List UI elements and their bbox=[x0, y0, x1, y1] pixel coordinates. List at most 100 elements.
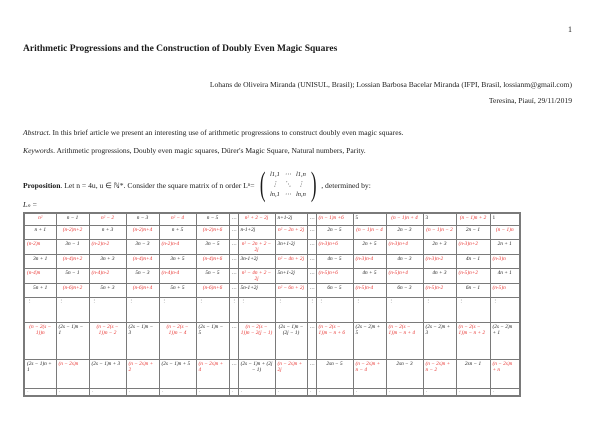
authors-line: Lohans de Oliveira Miranda (UNISUL, Bras… bbox=[209, 80, 572, 89]
abstract-label: Abstract bbox=[23, 128, 49, 137]
table-cell: 5n + 3 bbox=[88, 283, 127, 298]
table-cell: (n − 2s)n + 4 bbox=[195, 359, 230, 389]
keywords: Keywords. Arithmetic progressions, Doubl… bbox=[23, 146, 366, 155]
table-cell: · bbox=[23, 388, 57, 397]
table-cell: n² − 2n + 2 − 2j bbox=[237, 239, 276, 255]
proposition-text: . Let n = 4u, u ∈ ℕ*. Consider the squar… bbox=[60, 180, 248, 190]
left-paren-icon: ( bbox=[259, 166, 266, 203]
table-cell: (n − 1)n + 2 bbox=[455, 212, 491, 226]
table-cell: 3n + 5 bbox=[158, 254, 197, 269]
table-cell: 4n + 5 bbox=[352, 268, 387, 284]
table-cell: (2s − 1)n + (2j − 1) bbox=[237, 359, 276, 389]
table-cell: · bbox=[158, 388, 197, 397]
matrix-cell: l1,n bbox=[295, 171, 306, 178]
table-cell: (n − 1)n bbox=[489, 225, 521, 240]
table-cell: ⋮ bbox=[274, 297, 308, 323]
table-cell: 6n − 1 bbox=[455, 283, 491, 298]
table-cell: (2s − 1)n − 5 bbox=[195, 322, 230, 360]
table-cell: (n-5)n-2 bbox=[422, 283, 457, 298]
table-cell: … bbox=[228, 212, 239, 226]
table-cell: 5n + 1 bbox=[23, 283, 57, 298]
table-cell: … bbox=[306, 359, 317, 389]
table-cell: … bbox=[228, 283, 239, 298]
table-cell: 3n − 5 bbox=[195, 239, 230, 255]
table-cell: 5n − 5 bbox=[195, 268, 230, 284]
matrix-cell: ln,1 bbox=[269, 191, 280, 198]
table-cell: (n − 2(s − 1))n − n + 2 bbox=[455, 322, 491, 360]
table-cell: 4n − 5 bbox=[315, 254, 354, 269]
table-cell: (n-4)n-2 bbox=[88, 268, 127, 284]
table-cell: n − 5 bbox=[195, 212, 230, 226]
table-cell: (2s − 1)n + 1 bbox=[23, 359, 57, 389]
table-cell: 5n-1+2j bbox=[237, 283, 276, 298]
table-cell: 1 bbox=[489, 212, 521, 226]
table-cell: n² − 2 bbox=[88, 212, 127, 226]
table-cell: 6n − 3 bbox=[385, 283, 424, 298]
table-cell: n-1+2j bbox=[237, 225, 276, 240]
table-cell: 5 bbox=[352, 212, 387, 226]
table-cell: 5n − 3 bbox=[125, 268, 160, 284]
table-cell: 2sn − 5 bbox=[315, 359, 354, 389]
table-cell: 3n-1+2j bbox=[237, 254, 276, 269]
table-cell: … bbox=[306, 239, 317, 255]
table-cell: 4n − 1 bbox=[455, 254, 491, 269]
matrix-cell: ⋱ bbox=[284, 181, 292, 188]
table-cell: 2n + 3 bbox=[422, 239, 457, 255]
table-cell: (n − 2s)n bbox=[55, 359, 90, 389]
table-cell: n − 3 bbox=[125, 212, 160, 226]
table-cell: (2s − 1)n − (2j − 1) bbox=[274, 322, 308, 360]
table-cell: (n-3)n-4 bbox=[352, 254, 387, 269]
table-cell: · bbox=[195, 388, 230, 397]
table-cell: (n-3)n-2 bbox=[422, 254, 457, 269]
table-cell: (n-5)n-4 bbox=[352, 283, 387, 298]
table-cell: · bbox=[228, 388, 239, 397]
table-cell: (n-3)n+6 bbox=[315, 239, 354, 255]
table-cell: (n − 2s)n + n bbox=[489, 359, 521, 389]
table-cell: ⋮ bbox=[23, 297, 57, 323]
keywords-text: . Arithmetic progressions, Doubly even m… bbox=[53, 146, 366, 155]
table-cell: 5n + 5 bbox=[158, 283, 197, 298]
table-cell: ⋮ bbox=[385, 297, 424, 323]
table-cell: ⋮ bbox=[88, 297, 127, 323]
table-cell: ⋮ bbox=[352, 297, 387, 323]
table-cell: ⋮ bbox=[228, 297, 239, 323]
table-cell: (n-4)n bbox=[23, 268, 57, 284]
table-cell: (n-2)n-2 bbox=[88, 239, 127, 255]
table-cell: · bbox=[385, 388, 424, 397]
table-cell: (n-3)n+4 bbox=[385, 239, 424, 255]
table-cell: 2n + 1 bbox=[489, 239, 521, 255]
table-cell: (2s − 2)n + 1 bbox=[489, 322, 521, 360]
table-cell: n² − 2n + 2j bbox=[274, 225, 308, 240]
table-cell: (n − 1)n + 4 bbox=[385, 212, 424, 226]
table-cell: (2s − 1)n − 3 bbox=[125, 322, 160, 360]
table-cell: (n-2)n+6 bbox=[195, 225, 230, 240]
table-cell: (n − 1)n +6 bbox=[315, 212, 354, 226]
table-cell: 4n − 3 bbox=[385, 254, 424, 269]
table-cell: (n-5)n+2 bbox=[455, 268, 491, 284]
table-cell: 4n + 3 bbox=[422, 268, 457, 284]
table-row: (2s − 1)n + 1(n − 2s)n(2s − 1)n + 3 (n − … bbox=[23, 359, 521, 389]
table-cell: 2n − 5 bbox=[315, 225, 354, 240]
table-cell: (2s − 1)n + 3 bbox=[88, 359, 127, 389]
table-cell: · bbox=[306, 388, 317, 397]
table-cell: 4n + 1 bbox=[489, 268, 521, 284]
table-cell: 3n − 3 bbox=[125, 239, 160, 255]
table-cell: n² + 2 − 2j bbox=[237, 212, 276, 226]
right-paren-icon: ) bbox=[310, 166, 317, 203]
table-cell: (n-3)n bbox=[489, 254, 521, 269]
table-cell: 5n+1-2j bbox=[274, 268, 308, 284]
table-cell: … bbox=[228, 322, 239, 360]
table-cell: … bbox=[228, 225, 239, 240]
table-cell: · bbox=[55, 388, 90, 397]
table-cell: (n-2)n bbox=[23, 239, 57, 255]
matrix-cell: ⋯ bbox=[284, 191, 292, 198]
table-cell: ⋮ bbox=[237, 297, 276, 323]
table-cell: (n − 2(s − 1))n − n + 4 bbox=[385, 322, 424, 360]
table-cell: ⋮ bbox=[455, 297, 491, 323]
table-cell: ⋮ bbox=[158, 297, 197, 323]
abstract: Abstract. In this brief article we prese… bbox=[23, 128, 403, 137]
table-cell: (n-5)n bbox=[489, 283, 521, 298]
